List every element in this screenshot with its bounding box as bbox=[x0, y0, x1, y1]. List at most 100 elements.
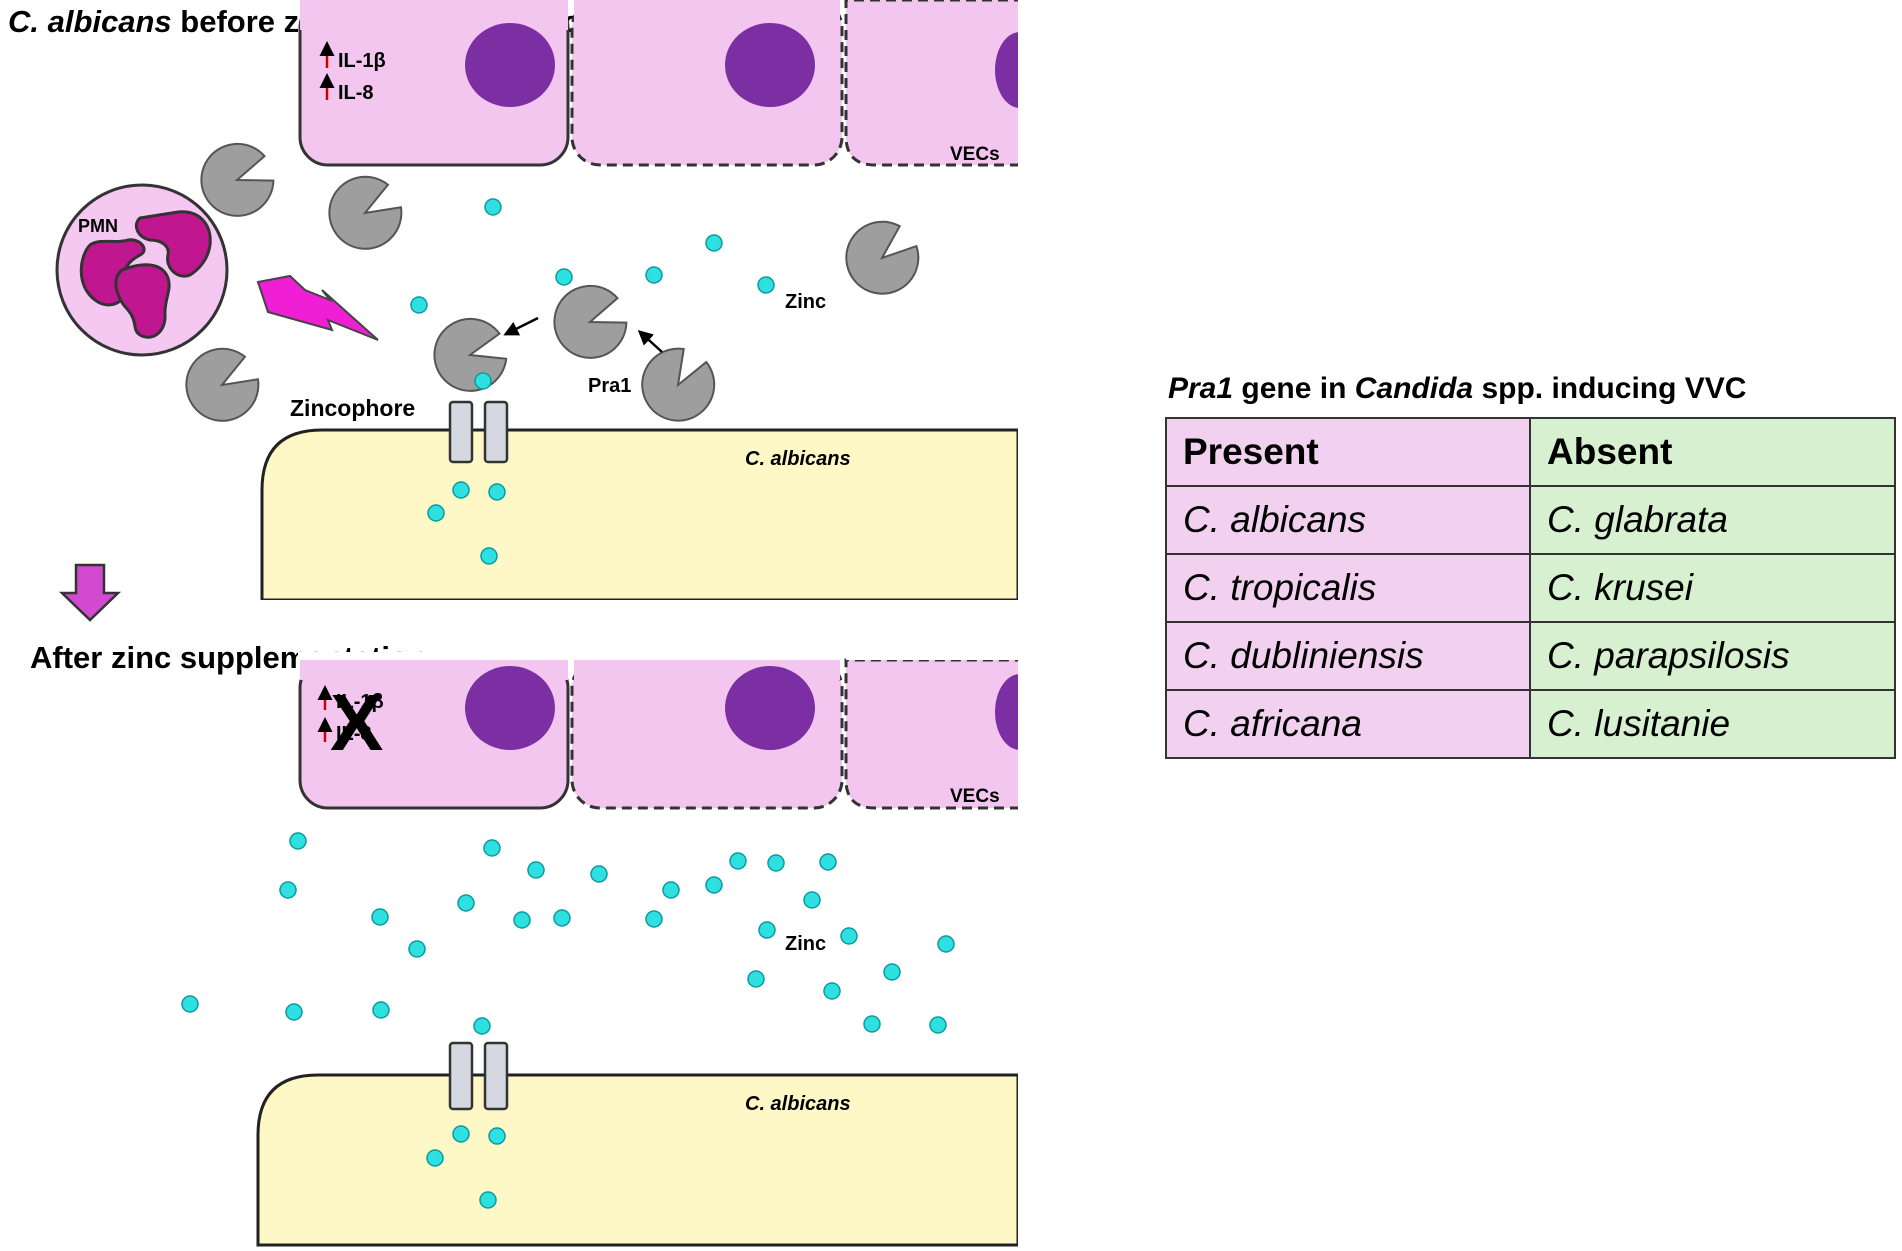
zinc-ion bbox=[705, 234, 723, 252]
zinc-ion bbox=[285, 1003, 303, 1021]
zinc-ion bbox=[863, 1015, 881, 1033]
zinc-ion bbox=[371, 908, 389, 926]
pra1-protein-icon bbox=[433, 317, 508, 392]
pmn-nucleus-lobe bbox=[114, 263, 171, 339]
nucleus bbox=[465, 23, 555, 107]
zincophore-transporter bbox=[448, 1041, 474, 1111]
zinc-ion bbox=[289, 832, 307, 850]
vecs-label: VECs bbox=[950, 144, 1000, 165]
zinc-ion bbox=[410, 296, 428, 314]
zinc-ion bbox=[488, 483, 506, 501]
pra1-protein-icon bbox=[641, 347, 716, 422]
title-gene-name: Pra1 bbox=[1168, 372, 1234, 405]
pra1-protein-icon bbox=[328, 175, 403, 250]
top-title-italic: C. albicans bbox=[8, 4, 172, 39]
zinc-ion bbox=[483, 839, 501, 857]
zinc-ion bbox=[758, 921, 776, 939]
zinc-ion bbox=[457, 894, 475, 912]
zincophore-label: Zincophore bbox=[290, 395, 415, 421]
cell-present: C. africana bbox=[1165, 689, 1531, 759]
cell-absent: C. glabrata bbox=[1529, 485, 1896, 555]
zincophore-transporter bbox=[483, 1041, 509, 1111]
zinc-ion bbox=[803, 891, 821, 909]
zinc-ion bbox=[729, 852, 747, 870]
bottom-vec-layer bbox=[298, 650, 1030, 820]
pra1-protein-icon bbox=[845, 220, 920, 295]
zinc-ion bbox=[883, 963, 901, 981]
binding-arrow-icon bbox=[637, 329, 663, 353]
title-text: spp. inducing VVC bbox=[1473, 372, 1747, 405]
nucleus bbox=[725, 23, 815, 107]
zinc-ion bbox=[181, 995, 199, 1013]
zinc-ion bbox=[473, 1017, 491, 1035]
zinc-ion bbox=[279, 881, 297, 899]
c-albicans-cell-bottom: C. albicans bbox=[256, 1041, 1020, 1247]
zinc-ion bbox=[645, 910, 663, 928]
zinc-ion bbox=[767, 854, 785, 872]
cell-absent: C. parapsilosis bbox=[1529, 621, 1896, 691]
zinc-ion bbox=[757, 276, 775, 294]
il1b-label: IL-1β bbox=[336, 691, 384, 713]
pra1-table-title: Pra1 gene in Candida spp. inducing VVC bbox=[1168, 372, 1746, 406]
vecs-label: VECs bbox=[950, 786, 1000, 807]
cell-absent: C. lusitanie bbox=[1529, 689, 1896, 759]
zinc-ions-top bbox=[410, 198, 775, 390]
zinc-ion bbox=[452, 1125, 470, 1143]
nucleus bbox=[725, 666, 815, 750]
zinc-ion bbox=[427, 504, 445, 522]
zinc-ion bbox=[840, 927, 858, 945]
header-absent: Absent bbox=[1529, 417, 1896, 487]
zinc-ion bbox=[747, 970, 765, 988]
il1b-label: IL-1β bbox=[338, 50, 386, 72]
cell-present: C. albicans bbox=[1165, 485, 1531, 555]
table-row: C. africana C. lusitanie bbox=[1165, 689, 1896, 759]
zinc-ion bbox=[929, 1016, 947, 1034]
pmn-nucleus-lobe bbox=[134, 210, 212, 278]
zinc-ion bbox=[645, 266, 663, 284]
pra1-label: Pra1 bbox=[588, 375, 631, 397]
zinc-ion bbox=[452, 481, 470, 499]
pra1-table: Present Absent C. albicans C. glabrata C… bbox=[1165, 417, 1896, 759]
nucleus bbox=[465, 666, 555, 750]
zinc-label: Zinc bbox=[785, 291, 826, 313]
pmn-label: PMN bbox=[78, 216, 118, 236]
pra1-proteins bbox=[185, 142, 920, 422]
zinc-ion bbox=[527, 861, 545, 879]
zinc-ion bbox=[480, 547, 498, 565]
zinc-ion bbox=[513, 911, 531, 929]
zinc-ion bbox=[426, 1149, 444, 1167]
x-mark-icon: X bbox=[330, 678, 383, 767]
title-text: gene in bbox=[1233, 372, 1355, 405]
zinc-ion bbox=[823, 982, 841, 1000]
zinc-ion bbox=[408, 940, 426, 958]
zinc-ion bbox=[372, 1001, 390, 1019]
vec-cell bbox=[844, 658, 1020, 810]
c-albicans-cell-top: C. albicans bbox=[260, 400, 1020, 610]
il8-label: IL-8 bbox=[338, 82, 374, 104]
pra1-protein-icon bbox=[185, 347, 260, 422]
cytokine-list-bottom: IL-1β IL-8 X bbox=[317, 678, 384, 767]
zinc-ion bbox=[553, 909, 571, 927]
zinc-ion bbox=[819, 853, 837, 871]
table-row: C. albicans C. glabrata bbox=[1165, 485, 1896, 555]
cell-present: C. dubliniensis bbox=[1165, 621, 1531, 691]
zinc-ion bbox=[662, 881, 680, 899]
zinc-diagram: IL-1β IL-8 VECs PMN Zinc Pra1 Zincophore bbox=[55, 0, 1030, 1247]
table-row: C. dubliniensis C. parapsilosis bbox=[1165, 621, 1896, 691]
pmn-cell: PMN bbox=[55, 183, 229, 357]
cell-present: C. tropicalis bbox=[1165, 553, 1531, 623]
zinc-ion bbox=[479, 1191, 497, 1209]
il8-label: IL-8 bbox=[336, 723, 372, 745]
zinc-ion bbox=[555, 268, 573, 286]
pra1-protein-icon bbox=[200, 142, 275, 217]
pra1-protein-icon bbox=[553, 284, 628, 359]
c-albicans-label: C. albicans bbox=[745, 448, 851, 470]
zinc-ion bbox=[484, 198, 502, 216]
down-arrow-icon bbox=[58, 563, 122, 622]
c-albicans-label: C. albicans bbox=[745, 1093, 851, 1115]
zinc-ion bbox=[937, 935, 955, 953]
zincophore-transporter bbox=[448, 400, 474, 464]
zinc-ions-bottom bbox=[181, 832, 955, 1035]
zinc-ion bbox=[590, 865, 608, 883]
top-vec-layer bbox=[298, 0, 1030, 170]
